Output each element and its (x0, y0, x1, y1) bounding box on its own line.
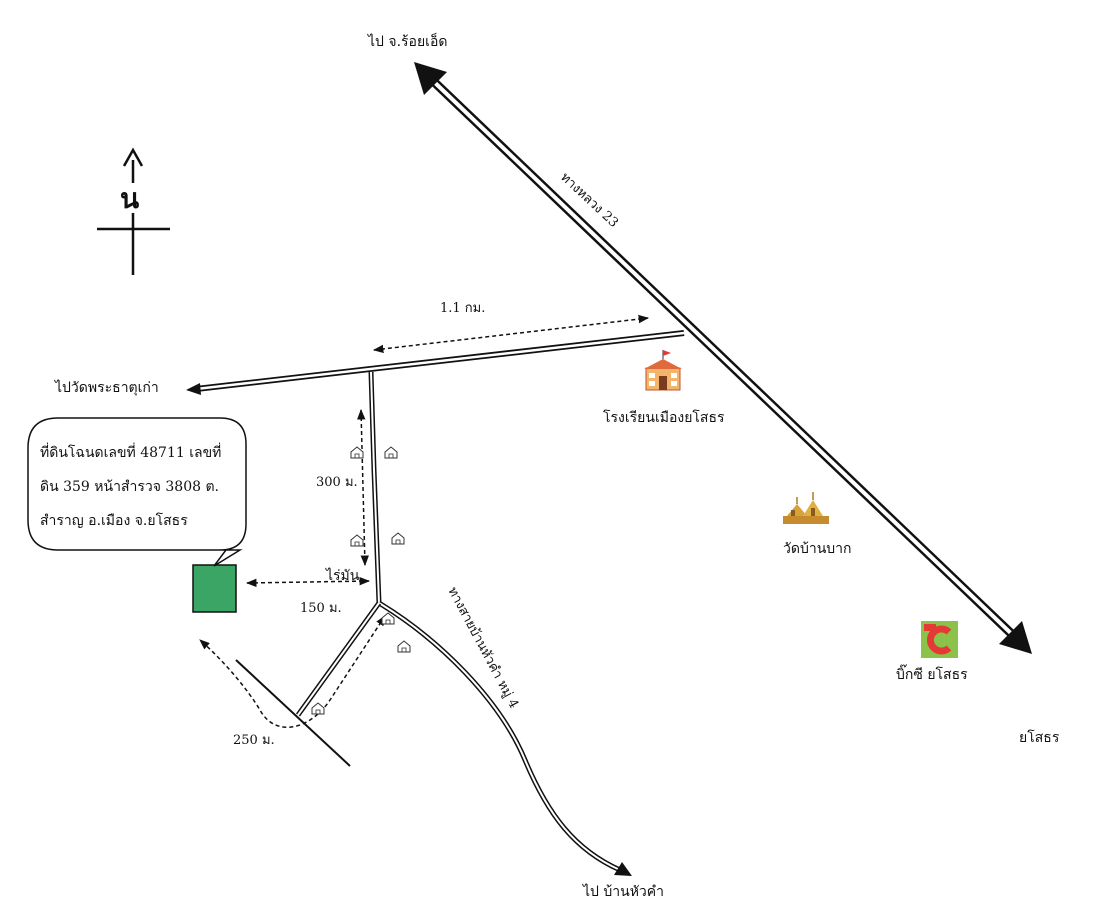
dimension-1-1km (372, 314, 650, 354)
dimension-250m (199, 615, 386, 728)
house-icon (350, 534, 364, 547)
house-icon (381, 612, 395, 625)
label-150m: 150 ม. (300, 601, 342, 616)
land-parcel (192, 564, 237, 613)
road-to-wat-phrathat (186, 330, 685, 395)
label-bigc: บิ๊กซี ยโสธร (896, 664, 968, 683)
dimension-150m (245, 576, 371, 588)
house-icon (350, 446, 364, 459)
highway-23-road (414, 62, 1032, 654)
label-to-roiet: ไป จ.ร้อยเอ็ด (367, 32, 447, 50)
arrow-down-right-icon (614, 862, 632, 876)
label-rai-mun: ไร่มัน (325, 567, 360, 584)
label-to-ban-huakham: ไป บ้านหัวคำ (582, 883, 664, 900)
callout-bubble (27, 417, 247, 567)
school-icon (644, 350, 682, 391)
highway-arrow-south-icon (999, 621, 1032, 654)
callout-line-1: ที่ดินโฉนดเลขที่ 48711 เลขที่ (40, 445, 222, 461)
house-icon (311, 702, 325, 715)
callout-text: ที่ดินโฉนดเลขที่ 48711 เลขที่ ดิน 359 หน… (40, 436, 250, 538)
callout-line-2: ดิน 359 หน้าสำรวจ 3808 ต. (40, 479, 220, 495)
label-highway-23: ทางหลวง 23 (557, 170, 621, 231)
label-yasothon: ยโสธร (1019, 729, 1060, 746)
label-to-wat-phrathat: ไปวัดพระธาตุเก่า (54, 379, 159, 396)
label-temple: วัดบ้านบาก (783, 541, 852, 557)
label-school: โรงเรียนเมืองยโสธร (603, 409, 725, 426)
village-road (368, 371, 382, 604)
house-icon (397, 640, 411, 653)
road-to-ban-huakham (377, 600, 632, 876)
cross-road (235, 659, 351, 767)
label-1-1km: 1.1 กม. (440, 301, 485, 316)
branch-road (295, 601, 382, 717)
north-label: น (120, 182, 139, 215)
bigc-logo-icon (921, 621, 958, 658)
label-250m: 250 ม. (233, 733, 275, 748)
north-arrow-icon (97, 147, 170, 275)
dimension-300m (357, 408, 369, 567)
house-icon (391, 532, 405, 545)
highway-arrow-north-icon (414, 62, 447, 95)
arrow-left-icon (186, 383, 201, 395)
label-300m: 300 ม. (316, 475, 358, 490)
houses-group (311, 446, 411, 715)
callout-line-3: สำราญ อ.เมือง จ.ยโสธร (40, 513, 188, 529)
house-icon (384, 446, 398, 459)
temple-icon (783, 492, 829, 524)
